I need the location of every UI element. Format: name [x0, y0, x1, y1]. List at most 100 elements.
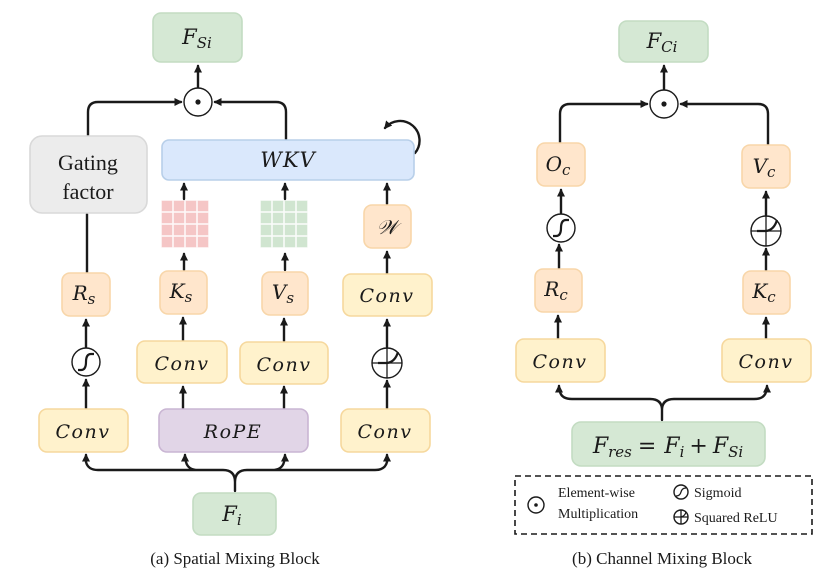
fsi-sub: Si	[197, 34, 212, 52]
vs-node: Vs	[261, 271, 309, 316]
legend-squared-relu-label: Squared ReLU	[694, 511, 778, 526]
fi-term-main: F	[663, 434, 680, 459]
oc-box	[536, 142, 586, 187]
key-grid-cell	[197, 212, 209, 224]
svg-text:Vs: Vs	[272, 280, 294, 307]
legend-sigmoid-label: Sigmoid	[694, 486, 741, 501]
channel-multiply-op	[649, 89, 679, 119]
vs-box	[261, 271, 309, 316]
key-grid-cell	[161, 224, 173, 236]
rc-node: Rc	[534, 268, 583, 313]
spatial-edges	[82, 64, 421, 493]
svg-text:Rc: Rc	[543, 277, 568, 304]
input-bus	[84, 455, 389, 493]
fres-sub: res	[608, 443, 632, 461]
value-grid-cell	[296, 212, 308, 224]
rc-main: R	[543, 277, 559, 301]
conv-box	[136, 340, 228, 384]
conv-box	[721, 338, 812, 383]
vc-sub: c	[767, 163, 776, 181]
gating-box	[29, 135, 148, 214]
conv-label: Conv	[358, 421, 413, 443]
value-grid-cell	[284, 224, 296, 236]
fsi-box	[152, 12, 243, 63]
fsi-main: F	[181, 25, 198, 49]
kc-sub: c	[767, 288, 776, 306]
gating-line1: Gating	[58, 150, 118, 175]
value-grid-cell	[260, 224, 272, 236]
vs-main: V	[272, 280, 289, 304]
value-grid-cell	[296, 200, 308, 212]
kc-main: K	[751, 279, 768, 303]
multiply-dot-icon	[661, 101, 667, 107]
conv-v-node: Conv	[239, 341, 329, 385]
spatial-caption: (a) Spatial Mixing Block	[150, 549, 320, 568]
rs-main: R	[72, 281, 88, 305]
plus-sign: +	[689, 434, 707, 459]
vc-box	[741, 144, 791, 189]
conv-rc-node: Conv	[515, 338, 606, 383]
legend-multiplication-line2: Multiplication	[558, 507, 638, 522]
key-grid-cell	[197, 224, 209, 236]
conv-w-node: Conv	[342, 273, 433, 317]
key-grid-cell	[173, 212, 185, 224]
value-grid-cell	[272, 212, 284, 224]
value-grid-cell	[296, 236, 308, 248]
key-grid-cell	[173, 236, 185, 248]
key-grid-cell	[173, 200, 185, 212]
key-grid-cell	[185, 212, 197, 224]
spatial-multiply-op	[183, 87, 213, 117]
svg-text:FSi: FSi	[181, 25, 212, 52]
gating-line2: factor	[62, 179, 114, 204]
wkv-node: WKV	[161, 139, 415, 181]
rs-box	[61, 272, 111, 317]
edge-oc-to-cmult	[558, 100, 649, 145]
key-grid-cell	[161, 236, 173, 248]
svg-text:Rs: Rs	[72, 281, 96, 308]
w-node: 𝒲	[363, 204, 412, 249]
rope-box	[158, 408, 309, 453]
conv-box	[38, 408, 129, 453]
key-grid	[161, 200, 209, 248]
vc-main: V	[753, 154, 770, 178]
channel-sqrelu-op	[750, 215, 782, 247]
w-box	[363, 204, 412, 249]
kc-node: Kc	[742, 270, 791, 315]
conv-sqrelu-node: Conv	[340, 408, 431, 453]
svg-text:Vc: Vc	[753, 154, 776, 181]
equals-sign: =	[638, 434, 656, 459]
residual-formula: Fres=Fi+FSi	[592, 434, 744, 461]
value-grid	[260, 200, 308, 248]
channel-caption: (b) Channel Mixing Block	[572, 549, 752, 568]
conv-box	[340, 408, 431, 453]
ks-box	[159, 270, 208, 315]
fi-box	[192, 492, 277, 536]
key-grid-cell	[185, 224, 197, 236]
conv-box	[342, 273, 433, 317]
key-grid-cell	[197, 236, 209, 248]
conv-label: Conv	[155, 353, 210, 375]
conv-label: Conv	[739, 351, 794, 373]
value-grid-cell	[284, 200, 296, 212]
fi-main: F	[221, 502, 238, 526]
wkv-label: WKV	[260, 148, 316, 172]
edge-wkv-to-mult	[213, 98, 288, 142]
svg-text:Fi: Fi	[221, 502, 242, 529]
rc-box	[534, 268, 583, 313]
conv-r-node: Conv	[38, 408, 129, 453]
multiply-dot-icon	[195, 99, 201, 105]
value-grid-cell	[260, 236, 272, 248]
oc-main: O	[546, 152, 562, 176]
fi-term-sub: i	[680, 443, 685, 461]
value-grid-cell	[260, 212, 272, 224]
value-grid-cell	[272, 236, 284, 248]
key-grid-cell	[185, 200, 197, 212]
gating-factor-node: Gating factor	[29, 135, 148, 214]
vs-sub: s	[286, 289, 294, 307]
svg-text:Oc: Oc	[546, 152, 571, 179]
spatial-input-node: Fi	[192, 492, 277, 536]
kc-box	[742, 270, 791, 315]
svg-text:Ks: Ks	[169, 279, 193, 306]
svg-text:FCi: FCi	[646, 29, 678, 56]
